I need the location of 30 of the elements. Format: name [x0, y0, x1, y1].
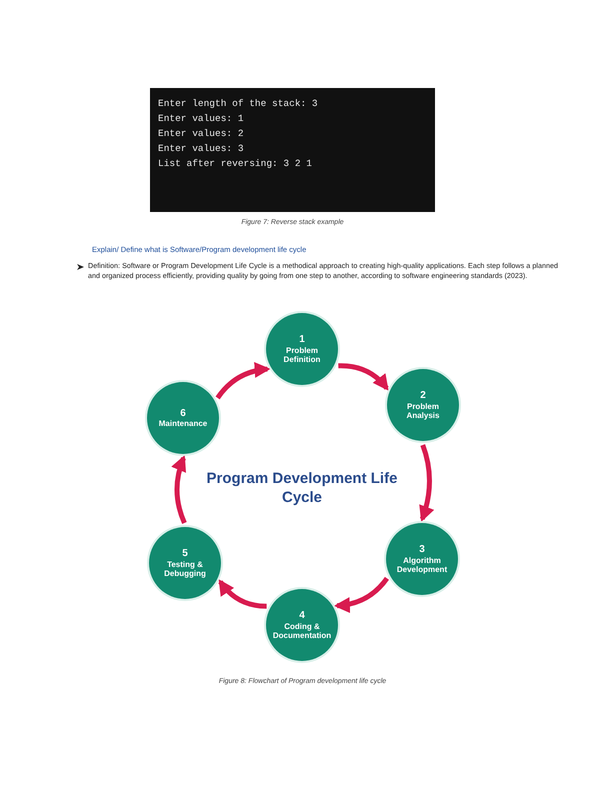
step-circle: [386, 523, 458, 595]
step-label: Problem Definition: [282, 346, 322, 364]
cycle-arrow: [216, 362, 271, 400]
terminal-output-line: Enter values: 1: [158, 113, 244, 124]
terminal-output-line: List after reversing: 3 2 1: [158, 158, 312, 169]
step-number: 3: [419, 544, 425, 556]
step-label: Problem Analysis: [406, 402, 440, 420]
step-number: 4: [299, 610, 305, 622]
step-number: 6: [180, 408, 186, 420]
cycle-arrow: [172, 455, 187, 524]
step-label: Testing & Debugging: [163, 560, 207, 578]
diagram-title: Program Development Life Cycle: [206, 470, 398, 508]
step-circle: [149, 527, 221, 599]
step-number: 5: [182, 548, 188, 560]
step-circle: [266, 589, 338, 661]
step-number: 1: [299, 334, 305, 346]
step-label: Algorithm Development: [396, 556, 448, 574]
step-circle: [387, 369, 459, 441]
cycle-arrow: [218, 579, 267, 609]
step-label: Coding & Documentation: [272, 622, 332, 640]
step-circle: [147, 382, 219, 454]
step-label: Maintenance: [158, 419, 208, 428]
cycle-arrow: [334, 576, 389, 613]
cycle-arrow: [338, 363, 389, 391]
step-number: 2: [420, 390, 426, 402]
terminal-output-line: Enter values: 3: [158, 143, 244, 154]
terminal-output-line: Enter values: 2: [158, 128, 244, 139]
terminal-output-line: Enter length of the stack: 3: [158, 98, 318, 109]
cycle-arrow: [418, 444, 434, 522]
step-circle: [266, 313, 338, 385]
